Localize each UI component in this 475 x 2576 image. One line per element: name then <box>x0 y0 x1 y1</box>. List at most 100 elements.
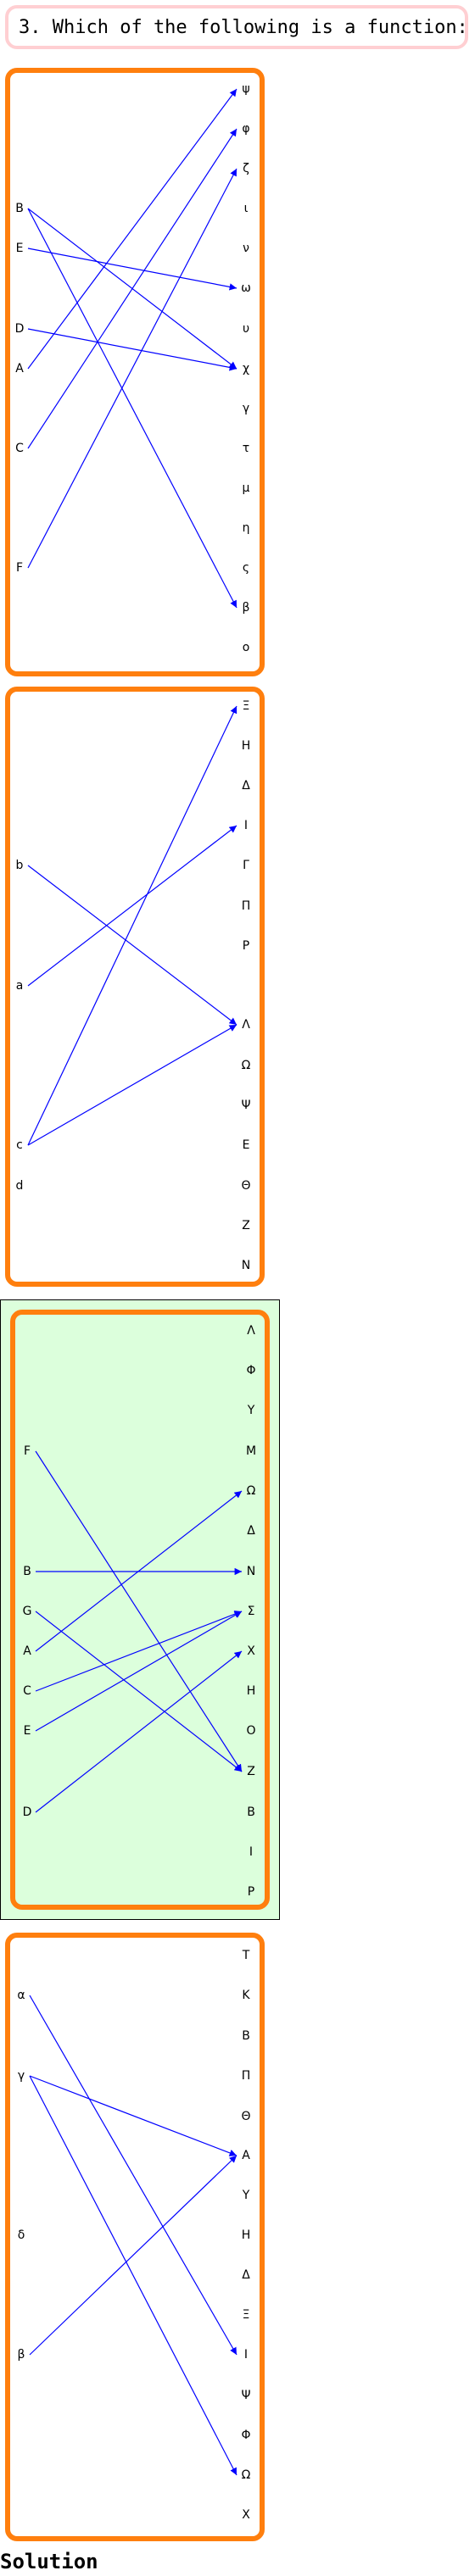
domain-label: D <box>23 1805 32 1819</box>
codomain-label: χ <box>243 362 249 376</box>
mapping-panel-1[interactable] <box>5 68 265 676</box>
mapping-arrow <box>29 2075 238 2156</box>
domain-label: δ <box>18 2228 25 2242</box>
domain-label: A <box>15 362 24 376</box>
codomain-label: ς <box>243 561 249 575</box>
mapping-panel-2[interactable] <box>5 687 265 1287</box>
domain-label: a <box>16 979 24 993</box>
codomain-label: Δ <box>242 2268 250 2282</box>
question-text: 3. Which of the following is a function: <box>19 16 468 38</box>
mapping-arrow <box>27 705 238 1146</box>
mapping-panel-3[interactable] <box>10 1310 270 1910</box>
codomain-label: Ξ <box>243 2308 250 2322</box>
domain-label: β <box>18 2348 25 2362</box>
mapping-arrow <box>35 1611 243 1732</box>
domain-label: γ <box>18 2069 25 2083</box>
codomain-label: Τ <box>242 1949 250 1962</box>
codomain-label: Ν <box>247 1565 255 1578</box>
mapping-arrow <box>27 1024 238 1146</box>
mapping-arrow <box>35 1611 243 1772</box>
codomain-label: Ψ <box>241 1099 250 1112</box>
codomain-label: Β <box>247 1805 255 1819</box>
domain-label: C <box>23 1684 31 1698</box>
domain-label: d <box>16 1179 24 1193</box>
codomain-label: Χ <box>247 1644 255 1658</box>
codomain-label: Γ <box>243 859 249 872</box>
mapping-arrow <box>27 825 238 987</box>
domain-label: C <box>15 442 24 455</box>
codomain-label: ζ <box>243 162 249 175</box>
codomain-label: Η <box>242 739 251 753</box>
codomain-label: Ψ <box>241 2389 250 2402</box>
codomain-label: Η <box>242 2228 251 2242</box>
codomain-label: ν <box>243 242 249 255</box>
codomain-label: Ζ <box>247 1765 255 1778</box>
codomain-label: Η <box>247 1684 256 1698</box>
codomain-label: Ξ <box>243 699 250 713</box>
domain-label: G <box>23 1605 32 1618</box>
codomain-label: ω <box>241 281 251 295</box>
mapping-arrow <box>27 88 238 370</box>
codomain-label: φ <box>242 122 249 136</box>
mapping-arrow <box>29 1995 238 2356</box>
codomain-label: υ <box>243 322 249 336</box>
codomain-label: ψ <box>242 82 249 96</box>
mapping-panel-4[interactable] <box>5 1933 265 2541</box>
codomain-label: Ω <box>247 1484 256 1498</box>
domain-label: b <box>16 859 24 872</box>
codomain-label: β <box>243 601 250 615</box>
domain-label: E <box>24 1724 31 1738</box>
mapping-arrow <box>29 2155 238 2356</box>
codomain-label: Α <box>242 2149 250 2162</box>
mapping-arrow <box>35 1611 243 1692</box>
codomain-label: Π <box>242 2069 251 2083</box>
codomain-label: Ο <box>246 1724 255 1738</box>
codomain-label: Δ <box>247 1524 255 1538</box>
selected-answer-highlight <box>0 1299 280 1920</box>
domain-label: F <box>24 1444 31 1458</box>
codomain-label: Δ <box>242 779 250 793</box>
mapping-arrow <box>27 168 238 569</box>
codomain-label: Ω <box>242 1059 251 1072</box>
codomain-label: Λ <box>247 1324 255 1338</box>
solution-label: Solution <box>0 2550 98 2573</box>
codomain-label: Φ <box>246 1364 255 1377</box>
mapping-arrow <box>29 2075 238 2476</box>
codomain-label: Β <box>242 2029 250 2043</box>
codomain-label: Ω <box>242 2468 251 2482</box>
mapping-arrow <box>27 865 238 1026</box>
mapping-arrow <box>35 1490 243 1652</box>
question-box: 3. Which of the following is a function: <box>5 5 468 49</box>
codomain-label: τ <box>243 442 249 455</box>
codomain-label: Λ <box>242 1018 250 1032</box>
domain-label: c <box>16 1138 23 1152</box>
mapping-arrow <box>27 328 238 371</box>
domain-label: B <box>23 1565 31 1578</box>
domain-label: A <box>23 1644 31 1658</box>
codomain-label: Ζ <box>242 1219 250 1232</box>
codomain-label: Φ <box>241 2429 250 2442</box>
mapping-arrow <box>27 208 238 609</box>
codomain-label: Ρ <box>243 939 249 953</box>
codomain-label: Ι <box>244 2348 248 2362</box>
codomain-label: ο <box>243 641 250 654</box>
codomain-label: Ρ <box>248 1885 254 1899</box>
domain-label: E <box>16 242 24 255</box>
codomain-label: Ε <box>243 1138 250 1152</box>
codomain-label: Θ <box>241 1179 250 1193</box>
mapping-arrow <box>27 248 238 291</box>
codomain-label: Μ <box>246 1444 256 1458</box>
codomain-label: Ι <box>244 819 248 832</box>
codomain-label: Χ <box>242 2508 250 2522</box>
codomain-label: ι <box>244 202 249 215</box>
codomain-label: Ν <box>242 1259 250 1272</box>
mapping-arrow <box>27 128 238 449</box>
domain-label: B <box>15 202 24 215</box>
domain-label: F <box>16 561 23 575</box>
codomain-label: Σ <box>248 1605 255 1618</box>
domain-label: α <box>17 1989 25 2002</box>
